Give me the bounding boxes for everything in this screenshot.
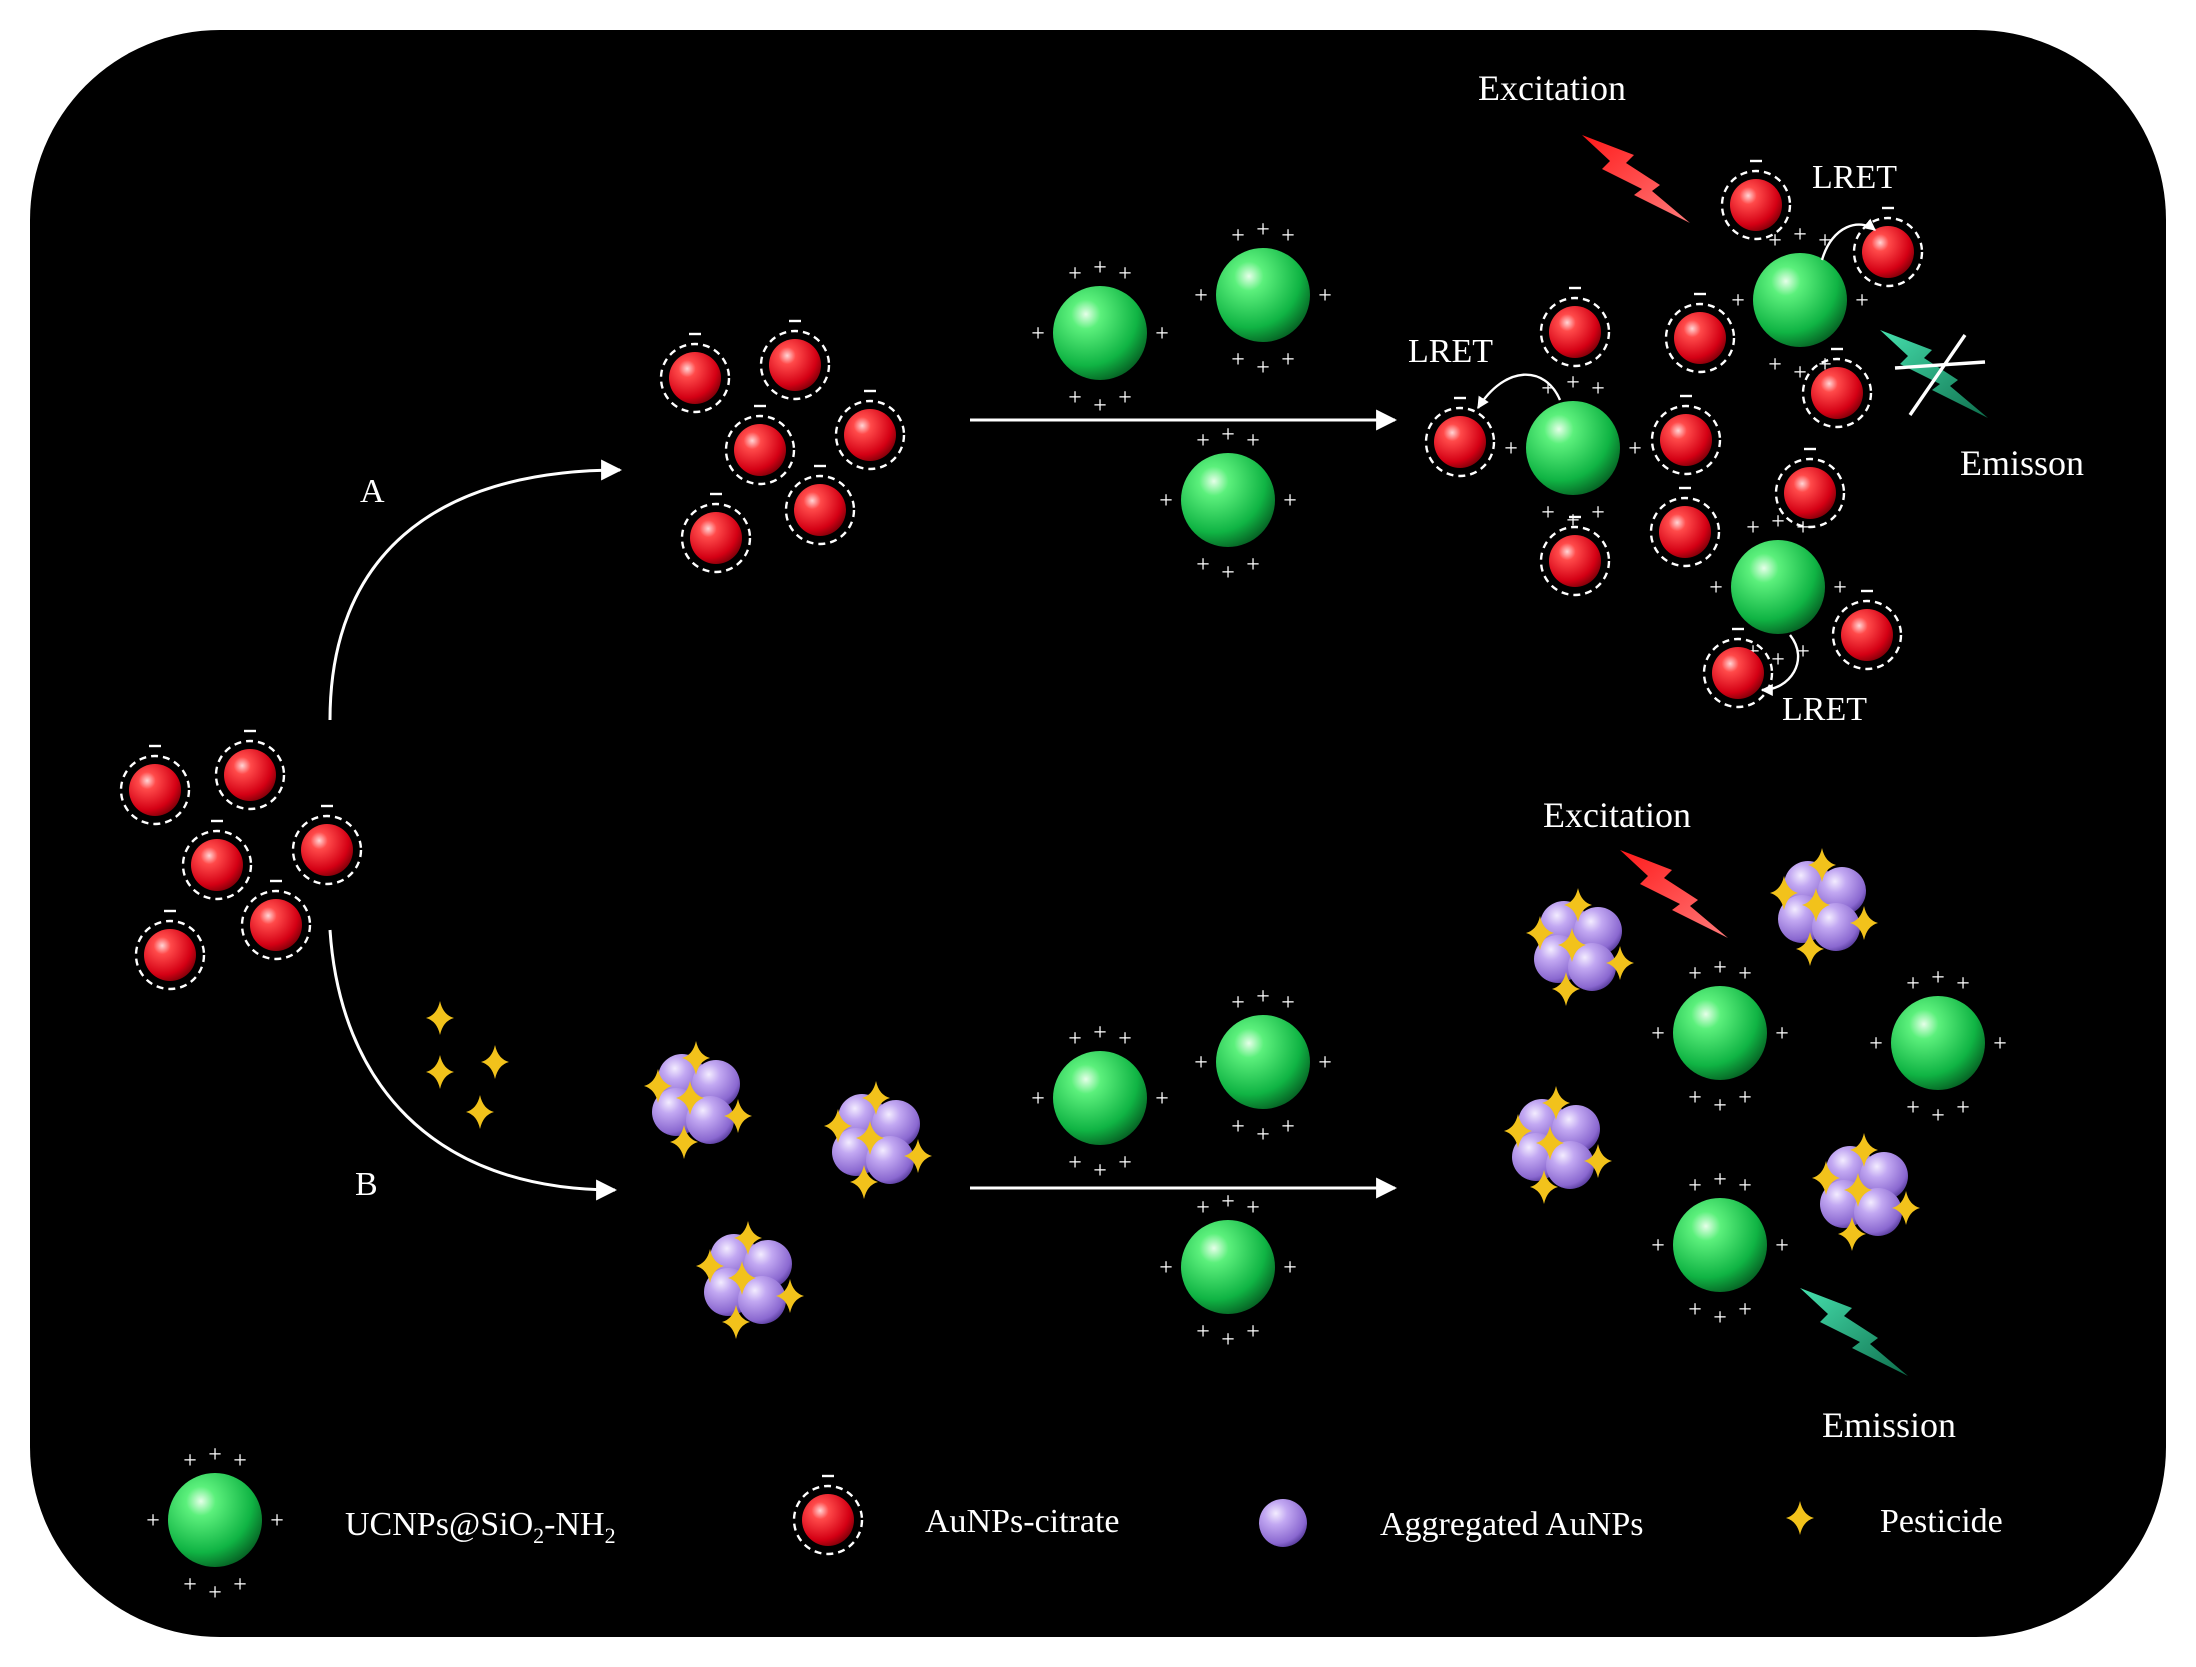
lret-arrow bbox=[1476, 373, 1562, 410]
route-b-arrow bbox=[328, 929, 618, 1201]
route-b-label: B bbox=[355, 1166, 378, 1203]
legend-aggregated-icon bbox=[1259, 1499, 1307, 1547]
lret-label: LRET bbox=[1408, 333, 1493, 370]
route-a-label: A bbox=[360, 473, 385, 510]
legend-aunp-label: AuNPs-citrate bbox=[925, 1503, 1120, 1540]
legend: UCNPs@SiO2-NH2 AuNPs-citrate Aggregated … bbox=[146, 1442, 2003, 1606]
lret-label: LRET bbox=[1812, 159, 1897, 196]
route-a-arrow bbox=[328, 459, 623, 721]
legend-aggregated-label: Aggregated AuNPs bbox=[1380, 1506, 1643, 1543]
lret-arrow bbox=[1820, 218, 1876, 261]
excitation-label: Excitation bbox=[1543, 795, 1691, 835]
lret-arrow bbox=[1760, 634, 1800, 696]
quench-cross-icon bbox=[1908, 334, 1967, 416]
emisson-label: Emisson bbox=[1960, 443, 2084, 483]
emission-label: Emission bbox=[1822, 1405, 1956, 1445]
legend-ucnp-label: UCNPs@SiO2-NH2 bbox=[345, 1506, 616, 1548]
diagram-panel bbox=[30, 30, 2166, 1637]
excitation-label: Excitation bbox=[1478, 68, 1626, 108]
legend-pesticide-label: Pesticide bbox=[1880, 1503, 2003, 1540]
lret-label: LRET bbox=[1782, 691, 1867, 728]
quench-cross-icon bbox=[1894, 360, 1986, 370]
